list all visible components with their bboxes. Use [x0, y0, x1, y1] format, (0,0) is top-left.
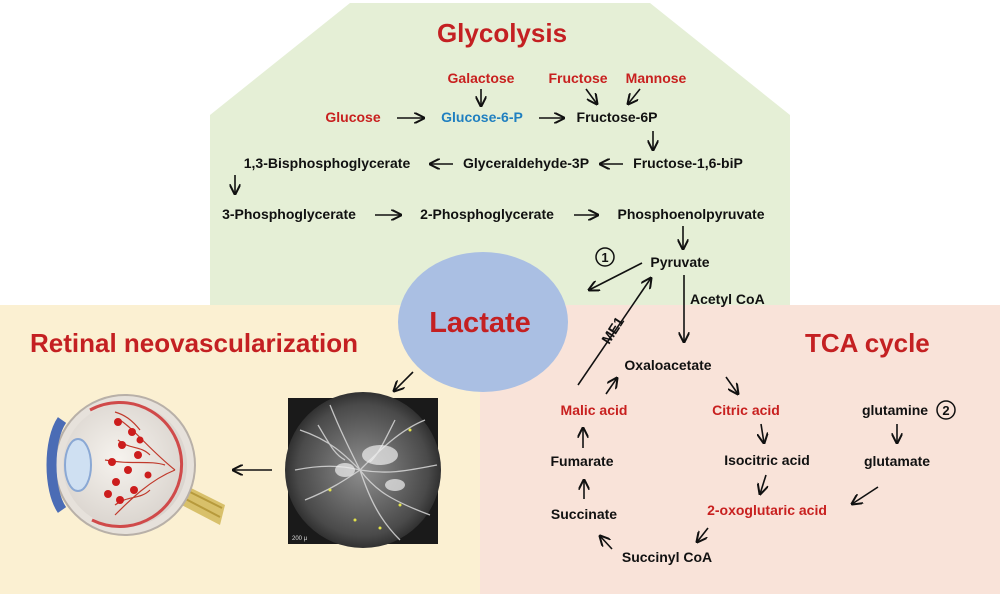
galactose-label: Galactose	[448, 70, 515, 86]
glucose-6-p-label: Glucose-6-P	[441, 109, 523, 125]
isocitric-acid-label: Isocitric acid	[724, 452, 810, 468]
tca-arrows	[583, 376, 897, 550]
glutamate-label: glutamate	[864, 453, 930, 469]
fundus-angiogram-image: 200 µ	[285, 392, 441, 548]
citric-acid-label: Citric acid	[712, 402, 780, 418]
2-phosphoglycerate-label: 2-Phosphoglycerate	[420, 206, 554, 222]
acetyl-coa-label: Acetyl CoA	[690, 291, 765, 307]
glycolysis-title: Glycolysis	[437, 18, 567, 48]
marker-1-circle	[595, 247, 615, 267]
arrow-pyruvate-lactate	[589, 262, 643, 290]
arrow-citric-isocitric	[761, 423, 764, 443]
arrow-malic-oxaloacetate	[605, 378, 617, 395]
tca-title: TCA cycle	[805, 328, 930, 358]
glycolysis-arrows	[235, 88, 684, 386]
oxoglutaric-acid-label: 2-oxoglutaric acid	[707, 502, 827, 518]
3-phosphoglycerate-label: 3-Phosphoglycerate	[222, 206, 356, 222]
bisphosphoglycerate-label: 1,3-Bisphosphoglycerate	[244, 155, 411, 171]
arrow-oxoglutaric-succinyl	[697, 527, 709, 542]
fructose-6p-label: Fructose-6P	[577, 109, 658, 125]
glucose-label: Glucose	[325, 109, 380, 125]
arrow-succinyl-succinate	[600, 536, 613, 550]
marker-2-label: 2	[942, 403, 949, 418]
arrow-isocitric-oxoglutaric	[760, 474, 766, 494]
glyceraldehyde-3p-label: Glyceraldehyde-3P	[463, 155, 589, 171]
oxaloacetate-label: Oxaloacetate	[624, 357, 711, 373]
fructose-label: Fructose	[548, 70, 607, 86]
marker-2-circle	[936, 400, 956, 420]
succinyl-coa-label: Succinyl CoA	[622, 549, 712, 565]
image-scale-label: 200 µ	[292, 536, 308, 542]
glycolysis-region	[210, 3, 790, 305]
arrow-glutamate-oxoglutaric	[852, 486, 879, 504]
fructose-16-bip-label: Fructose-1,6-biP	[633, 155, 743, 171]
lactate-node	[398, 252, 568, 392]
retinal-arrows	[233, 371, 414, 470]
retinal-title: Retinal neovascularization	[30, 328, 358, 358]
mannose-label: Mannose	[626, 70, 687, 86]
pyruvate-label: Pyruvate	[650, 254, 709, 270]
arrow-me1	[577, 278, 651, 386]
marker-1-label: 1	[601, 250, 608, 265]
arrow-mannose	[628, 88, 641, 104]
phosphoenolpyruvate-label: Phosphoenolpyruvate	[617, 206, 764, 222]
fumarate-label: Fumarate	[550, 453, 613, 469]
arrow-lactate-image	[394, 371, 414, 391]
succinate-label: Succinate	[551, 506, 617, 522]
glutamine-label: glutamine	[862, 402, 928, 418]
eye-cross-section-icon	[46, 394, 225, 536]
lactate-label: Lactate	[429, 307, 531, 339]
malic-acid-label: Malic acid	[561, 402, 628, 418]
arrow-fructose	[585, 88, 597, 104]
arrow-oxaloacetate-citric	[725, 376, 738, 394]
